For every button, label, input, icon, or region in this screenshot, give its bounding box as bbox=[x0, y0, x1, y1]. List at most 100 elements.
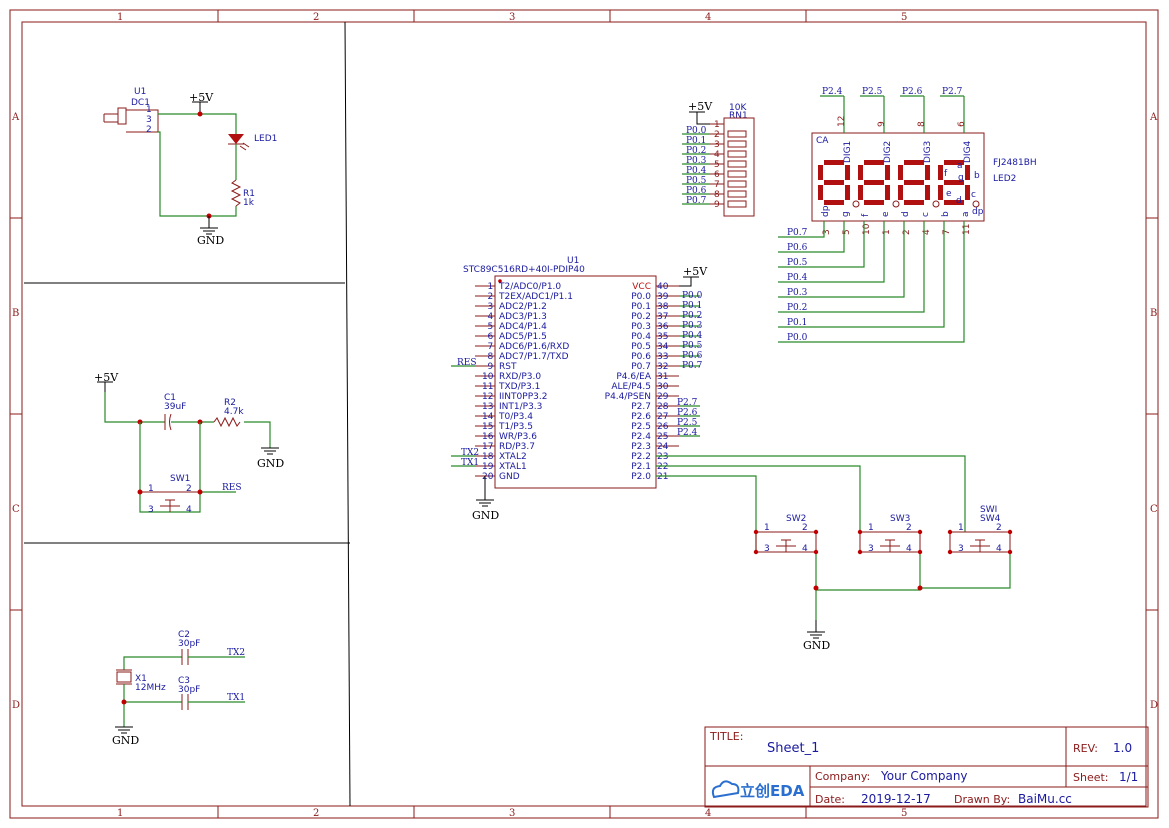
gnd-label-1: GND bbox=[197, 234, 224, 247]
mcu-pin-num: 5 bbox=[488, 322, 494, 332]
rn1-pin: 4 bbox=[714, 150, 720, 160]
disp-bot-net: P0.4 bbox=[787, 273, 808, 283]
mcu-pin-num: 16 bbox=[482, 432, 494, 442]
rn1-pin: 1 bbox=[714, 120, 720, 130]
mcu-pin-num: 32 bbox=[657, 362, 668, 372]
disp-bot-label: f bbox=[861, 213, 871, 217]
disp-bot-pin: 7 bbox=[942, 229, 952, 235]
mcu-pin-num: 10 bbox=[482, 372, 494, 382]
disp-digit-label: DIG3 bbox=[923, 141, 933, 163]
sw1-pin4: 4 bbox=[186, 505, 192, 515]
rn1-net: P0.6 bbox=[686, 186, 707, 196]
disp-bot-pin: 5 bbox=[842, 229, 852, 235]
section-dividers bbox=[24, 21, 351, 807]
mcu-pin-num: 23 bbox=[657, 452, 668, 462]
drawn-value: BaiMu.cc bbox=[1018, 792, 1072, 806]
mcu-net-p0: P0.7 bbox=[682, 361, 703, 371]
mcu-pin-name: RD/P3.7 bbox=[499, 442, 535, 452]
mcu-pin-name: ALE/P4.5 bbox=[611, 382, 651, 392]
mcu-pin-name: IINT0PP3.2 bbox=[499, 392, 547, 402]
disp-top-pin: 9 bbox=[877, 121, 887, 127]
rn1-net: P0.5 bbox=[686, 176, 707, 186]
disp-top-net: P2.7 bbox=[942, 87, 963, 97]
mcu-val: STC89C516RD+40I-PDIP40 bbox=[463, 265, 585, 275]
r1-ref: R1 bbox=[243, 189, 255, 199]
mcu-body bbox=[494, 275, 657, 489]
disp-seg-letter: e bbox=[946, 189, 952, 199]
sw3-pin: 4 bbox=[906, 544, 912, 554]
mcu-pin-name: P2.7 bbox=[631, 402, 651, 412]
frame-col-label: 5 bbox=[901, 12, 907, 23]
mcu-pin-num: 29 bbox=[657, 392, 669, 402]
x1-val: 12MHz bbox=[135, 683, 166, 693]
title-label: TITLE: bbox=[709, 730, 743, 743]
mcu-pin-num: 30 bbox=[657, 382, 669, 392]
disp-bot-net: P0.2 bbox=[787, 303, 807, 313]
gnd-label-2: GND bbox=[257, 457, 284, 470]
frame-row-label: C bbox=[1150, 504, 1158, 515]
mcu-extra-wires: +5V RES TX2 TX1 GND bbox=[451, 265, 708, 522]
frame-row-label: A bbox=[1149, 112, 1158, 123]
mcu-pin-name: T1/P3.5 bbox=[498, 422, 533, 432]
mcu-pin-num: 21 bbox=[657, 472, 668, 482]
mcu-pin-num: 40 bbox=[657, 282, 669, 292]
rn1-net: P0.2 bbox=[686, 146, 706, 156]
mcu-pin-num: 19 bbox=[482, 462, 494, 472]
led1-ref: LED1 bbox=[254, 134, 277, 144]
mcu-pin-num: 39 bbox=[657, 292, 669, 302]
mcu-pin-name: ADC5/P1.5 bbox=[499, 332, 547, 342]
disp-bot-net: P0.6 bbox=[787, 243, 808, 253]
mcu-pin-num: 26 bbox=[657, 422, 669, 432]
vcc-label-3: +5V bbox=[683, 265, 708, 278]
mcu-stc89c516rd: U1 STC89C516RD+40I-PDIP40 bbox=[463, 256, 657, 489]
net-res-2: RES bbox=[457, 358, 477, 368]
disp-seg-letter: b bbox=[974, 171, 980, 181]
vcc-label-2: +5V bbox=[94, 371, 119, 384]
mcu-pin-num: 17 bbox=[482, 442, 493, 452]
mcu-pin-num: 28 bbox=[657, 402, 669, 412]
mcu-pin-name: ADC4/P1.4 bbox=[499, 322, 547, 332]
net-tx1-1: TX1 bbox=[227, 693, 245, 703]
disp-top-pin: 8 bbox=[917, 121, 927, 127]
mcu-pin-num: 33 bbox=[657, 352, 668, 362]
sw4-pin: 3 bbox=[958, 544, 964, 554]
rev-label: REV: bbox=[1073, 742, 1098, 755]
vcc-label-4: +5V bbox=[688, 100, 713, 113]
frame-row-label: B bbox=[12, 308, 19, 319]
mcu-pin-num: 31 bbox=[657, 372, 668, 382]
mcu-pin-num: 12 bbox=[482, 392, 493, 402]
disp-bot-pin: 2 bbox=[902, 229, 912, 235]
sw1-icon bbox=[140, 491, 200, 512]
rn1-pin: 7 bbox=[714, 180, 720, 190]
mcu-net-p2: P2.6 bbox=[677, 408, 698, 418]
disp-bot-pin: 3 bbox=[822, 229, 832, 235]
led1-icon bbox=[228, 134, 244, 144]
mcu-pin-name: P0.6 bbox=[631, 352, 651, 362]
sw1-pin1: 1 bbox=[148, 484, 154, 494]
mcu-pin-name: RXD/P3.0 bbox=[499, 372, 541, 382]
dc-ref: U1 bbox=[134, 87, 146, 97]
x1-ref: X1 bbox=[135, 674, 147, 684]
disp-seg-letter: a bbox=[957, 161, 963, 171]
sw2-icon bbox=[755, 531, 817, 553]
mcu-pin-name: TXD/P3.1 bbox=[498, 382, 540, 392]
dc-val: DC1 bbox=[131, 98, 150, 108]
sw1-pin3: 3 bbox=[148, 505, 154, 515]
disp-type: CA bbox=[816, 136, 829, 146]
mcu-pin-name: P2.1 bbox=[631, 462, 651, 472]
drawn-label: Drawn By: bbox=[954, 793, 1010, 806]
x1-icon bbox=[116, 671, 132, 683]
frame-col-label: 2 bbox=[313, 808, 319, 819]
c3-icon bbox=[181, 694, 189, 710]
frame-col-label: 2 bbox=[313, 12, 319, 23]
disp-digit-label: DIG4 bbox=[963, 140, 973, 163]
sw2-pin: 2 bbox=[802, 523, 808, 533]
disp-seg-letter: c bbox=[971, 190, 976, 200]
rev-value: 1.0 bbox=[1113, 741, 1132, 755]
mcu-pin-name: T0/P3.4 bbox=[498, 412, 533, 422]
sheet-value: 1/1 bbox=[1119, 770, 1138, 784]
frame-col-label: 5 bbox=[901, 808, 907, 819]
